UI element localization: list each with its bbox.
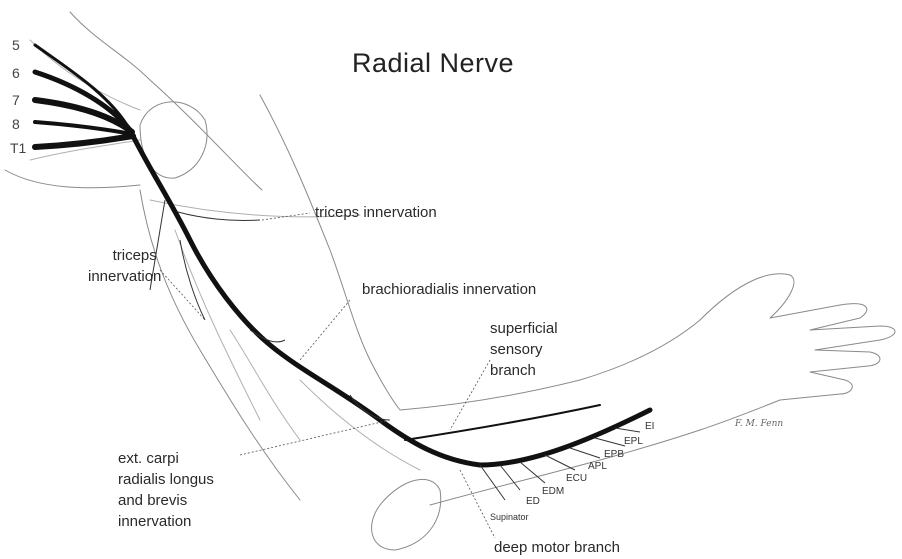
label-ecr-innervation: ext. carpi radialis longus and brevis in…	[118, 448, 214, 532]
root-label-t1: T1	[10, 141, 26, 155]
muscle-label-ecu: ECU	[566, 474, 587, 484]
label-ecr-line3: and brevis	[118, 490, 214, 511]
muscle-label-supinator: Supinator	[490, 513, 529, 522]
root-label-c7: 7	[12, 93, 20, 107]
label-deep-motor-branch: deep motor branch	[494, 537, 620, 558]
label-triceps-left-line2: innervation	[88, 266, 161, 287]
leader-brachioradialis	[300, 300, 350, 360]
root-label-c8: 8	[12, 117, 20, 131]
chest-line	[5, 170, 140, 188]
forearm-bottom-outline	[430, 430, 700, 505]
root-t1	[35, 136, 133, 147]
label-ecr-line2: radialis longus	[118, 469, 214, 490]
muscle-label-epl: EPL	[624, 437, 643, 447]
label-triceps-upper: triceps innervation	[315, 202, 437, 223]
diagram-title: Radial Nerve	[352, 50, 514, 77]
shoulder-outline	[260, 95, 400, 410]
label-superficial-branch: superficial sensory branch	[490, 318, 558, 381]
muscle-label-edm: EDM	[542, 487, 564, 497]
muscle-label-ei: EI	[645, 422, 654, 432]
label-triceps-left-line1: triceps	[88, 245, 161, 266]
hand-outline	[700, 274, 895, 430]
muscle-label-ed: ED	[526, 497, 540, 507]
label-superficial-line1: superficial	[490, 318, 558, 339]
elbow-outline	[372, 479, 441, 550]
leader-deep-motor	[460, 470, 495, 538]
label-ecr-line1: ext. carpi	[118, 448, 214, 469]
muscle-label-apl: APL	[588, 462, 607, 472]
artist-signature: F. M. Fenn	[735, 420, 783, 429]
label-triceps-left: triceps innervation	[88, 245, 161, 287]
root-label-c6: 6	[12, 66, 20, 80]
leader-triceps-left	[160, 270, 205, 320]
root-label-c5: 5	[12, 38, 20, 52]
leader-superficial	[450, 360, 490, 430]
label-superficial-line2: sensory	[490, 339, 558, 360]
muscle-label-epb: EPB	[604, 450, 624, 460]
label-ecr-line4: innervation	[118, 511, 214, 532]
superficial-branch	[405, 405, 600, 440]
label-superficial-line3: branch	[490, 360, 558, 381]
label-brachioradialis: brachioradialis innervation	[362, 279, 536, 300]
